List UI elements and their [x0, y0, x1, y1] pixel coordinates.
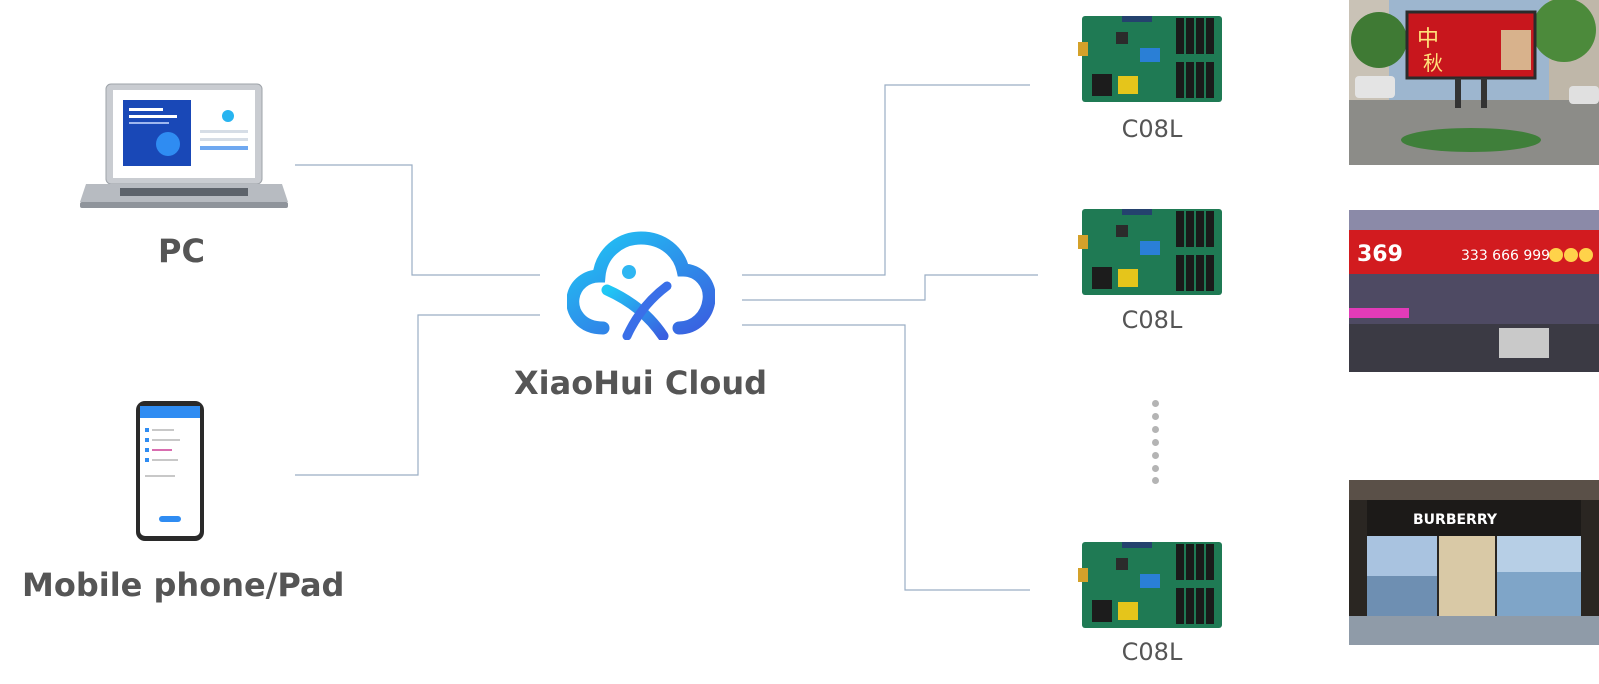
wire-cloud-to-board-2 [742, 274, 1038, 301]
cloud-label: XiaoHui Cloud [514, 364, 768, 402]
wire-cloud-to-board-3 [742, 324, 1030, 591]
xiaohui-cloud-icon [566, 228, 716, 342]
wire-pc-to-cloud [295, 164, 540, 276]
screen-photo-billboard: 中 秋 [1349, 0, 1599, 165]
led-strip-text: 369 [1357, 242, 1403, 267]
controller-board-1 [1078, 12, 1226, 106]
laptop-image [80, 82, 288, 217]
mobile-phone-image [135, 400, 205, 542]
storefront-brand-text: BURBERRY [1413, 512, 1498, 528]
led-strip-phone: 333 666 999 [1461, 248, 1550, 264]
board-label-3: C08L [1121, 638, 1183, 666]
controller-board-3 [1078, 538, 1226, 632]
screen-photo-storefront: BURBERRY [1349, 480, 1599, 645]
board-label-2: C08L [1121, 306, 1183, 334]
billboard-text-2: 秋 [1423, 51, 1443, 75]
controller-board-2 [1078, 205, 1226, 299]
screen-photo-led-strip: 369 333 666 999 [1349, 210, 1599, 372]
wire-cloud-to-board-1 [742, 84, 1030, 276]
mobile-label: Mobile phone/Pad [22, 566, 345, 604]
billboard-text-1: 中 [1417, 27, 1439, 52]
pc-label: PC [158, 232, 205, 270]
wire-mobile-to-cloud [295, 314, 540, 476]
board-label-1: C08L [1121, 115, 1183, 143]
